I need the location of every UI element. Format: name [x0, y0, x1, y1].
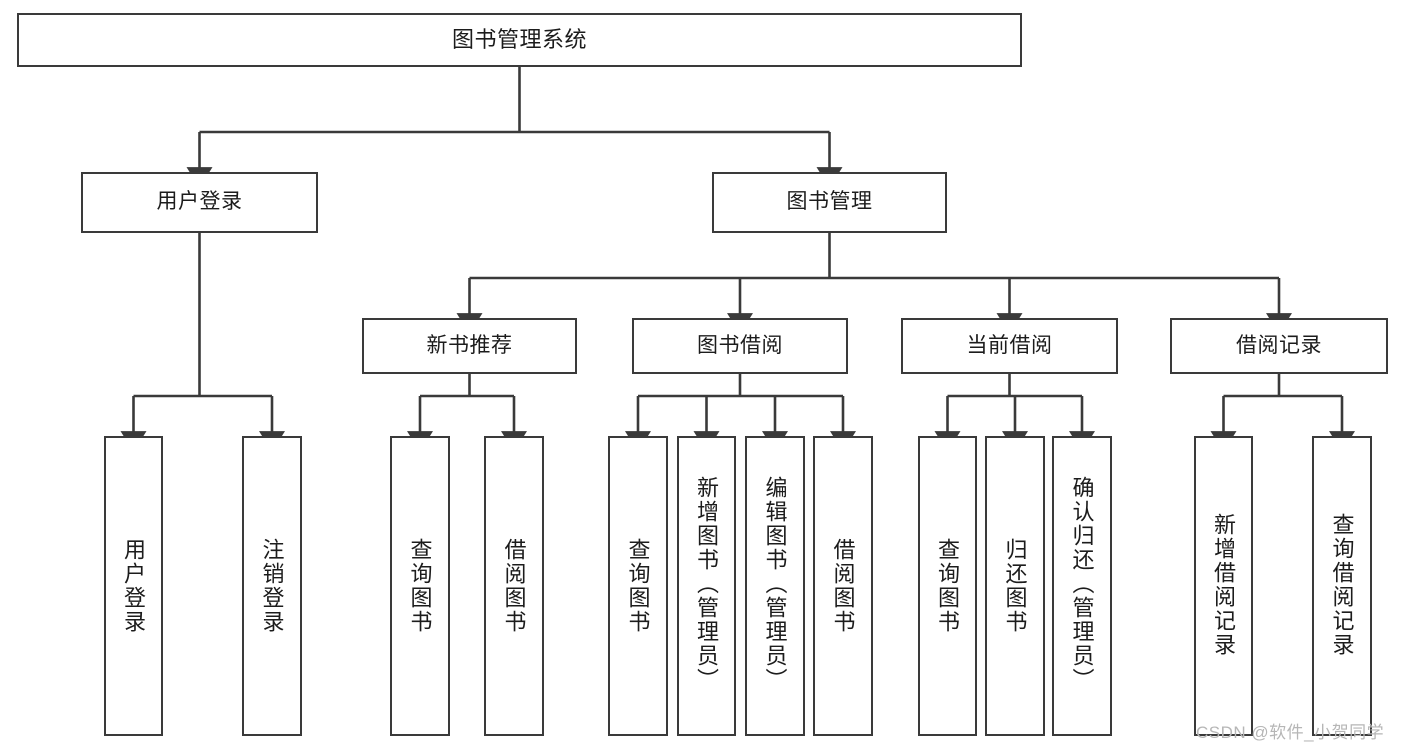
node-label: 借阅图书: [501, 538, 527, 634]
node-r1[interactable]: 新增借阅记录: [1194, 436, 1253, 736]
node-label: 编辑图书（管理员）: [762, 475, 788, 692]
node-records[interactable]: 借阅记录: [1170, 318, 1388, 374]
node-n2[interactable]: 借阅图书: [484, 436, 544, 736]
node-label: 新书推荐: [426, 333, 513, 357]
node-label: 图书管理: [786, 190, 873, 214]
node-n1[interactable]: 查询图书: [390, 436, 450, 736]
node-label: 借阅记录: [1236, 333, 1322, 357]
node-c2[interactable]: 归还图书: [985, 436, 1045, 736]
node-label: 用户登录: [121, 538, 147, 634]
node-label: 查询图书: [935, 538, 961, 634]
node-label: 查询图书: [407, 538, 433, 634]
node-r2[interactable]: 查询借阅记录: [1312, 436, 1372, 736]
node-b1[interactable]: 查询图书: [608, 436, 668, 736]
node-b3[interactable]: 编辑图书（管理员）: [745, 436, 805, 736]
csdn-watermark: CSDN @软件_小贺同学: [1196, 723, 1385, 742]
node-bookmgmt[interactable]: 图书管理: [712, 172, 947, 233]
node-borrow[interactable]: 图书借阅: [632, 318, 848, 374]
node-label: 用户登录: [156, 190, 243, 214]
node-label: 确认归还（管理员）: [1069, 475, 1095, 692]
node-root[interactable]: 图书管理系统: [17, 13, 1022, 67]
node-c1[interactable]: 查询图书: [918, 436, 977, 736]
node-label: 图书借阅: [697, 333, 783, 357]
node-label: 当前借阅: [966, 333, 1053, 357]
node-label: 注销登录: [259, 538, 285, 634]
node-label: 查询借阅记录: [1329, 513, 1355, 657]
node-b2[interactable]: 新增图书（管理员）: [677, 436, 736, 736]
node-login[interactable]: 用户登录: [81, 172, 318, 233]
node-label: 查询图书: [625, 538, 651, 634]
node-l2[interactable]: 注销登录: [242, 436, 302, 736]
node-newbook[interactable]: 新书推荐: [362, 318, 577, 374]
node-c3[interactable]: 确认归还（管理员）: [1052, 436, 1112, 736]
node-label: 借阅图书: [830, 538, 856, 634]
node-label: 新增图书（管理员）: [694, 475, 720, 692]
node-label: 图书管理系统: [451, 27, 587, 53]
node-b4[interactable]: 借阅图书: [813, 436, 873, 736]
node-l1[interactable]: 用户登录: [104, 436, 163, 736]
node-label: 归还图书: [1002, 538, 1028, 634]
node-current[interactable]: 当前借阅: [901, 318, 1118, 374]
node-label: 新增借阅记录: [1211, 513, 1237, 657]
